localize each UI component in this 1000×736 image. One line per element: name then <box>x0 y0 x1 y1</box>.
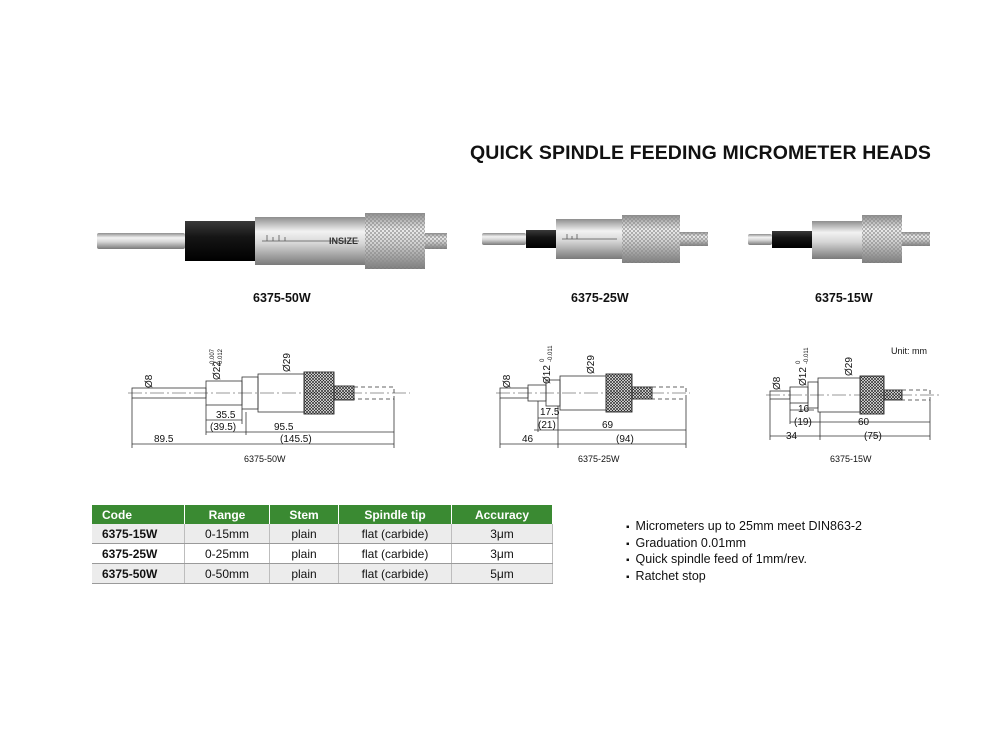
cell-code: 6375-15W <box>92 524 185 544</box>
drawing-6375-50w: Ø8 Ø22 -0.007 -0.012 Ø29 35.5 (39.5) 95.… <box>128 348 410 464</box>
dim-mid-tol-low: -0.011 <box>548 345 554 362</box>
cell-stem: plain <box>269 524 339 544</box>
dim-stem-dia: Ø8 <box>144 374 155 388</box>
dim-d1: 35.5 <box>216 410 236 421</box>
cell-accuracy: 5μm <box>451 563 553 584</box>
drawing-caption: 6375-50W <box>244 454 286 464</box>
drawing-6375-15w: Ø8 Ø12 0 -0.011 Ø29 16 (19) 60 34 (75) 6… <box>766 347 940 464</box>
dim-d4: 89.5 <box>154 434 174 445</box>
col-header-code: Code <box>92 505 185 524</box>
cell-code: 6375-50W <box>92 563 185 584</box>
drawing-6375-25w: Ø8 Ø12 0 -0.011 Ø29 17.5 (21) 69 46 (94)… <box>496 345 690 464</box>
dim-head-dia: Ø29 <box>282 353 293 372</box>
cell-range: 0-25mm <box>184 543 270 564</box>
feature-item: Quick spindle feed of 1mm/rev. <box>626 552 862 569</box>
dim-mid-tol-low: -0.012 <box>218 348 224 366</box>
col-header-range: Range <box>184 505 270 524</box>
dim-d3: 69 <box>602 420 614 431</box>
table-row: 6375-50W 0-50mm plain flat (carbide) 5μm <box>92 563 553 584</box>
dim-mid-dia: Ø12 <box>798 367 809 386</box>
dim-d1: 17.5 <box>540 407 560 418</box>
drawing-caption: 6375-25W <box>578 454 620 464</box>
cell-range: 0-15mm <box>184 524 270 544</box>
product-photo-6375-50w: INSIZE <box>97 213 447 269</box>
product-photo-6375-25w <box>482 215 708 263</box>
feature-item: Graduation 0.01mm <box>626 536 862 553</box>
dim-d2: (19) <box>794 417 812 428</box>
dim-d5: (75) <box>864 431 882 442</box>
dim-d2: (39.5) <box>210 422 236 433</box>
product-label-6375-25w: 6375-25W <box>571 291 629 305</box>
dim-mid-dia: Ø12 <box>542 365 553 384</box>
product-label-6375-15w: 6375-15W <box>815 291 873 305</box>
cell-spindle-tip: flat (carbide) <box>338 563 452 584</box>
brand-logo: INSIZE <box>329 236 358 246</box>
table-row: 6375-25W 0-25mm plain flat (carbide) 3μm <box>92 543 553 564</box>
dim-d2: (21) <box>538 420 556 431</box>
product-photo-6375-15w <box>748 215 930 263</box>
dim-mid-tol-up: 0 <box>796 360 802 364</box>
cell-stem: plain <box>269 563 339 584</box>
spec-table: Code Range Stem Spindle tip Accuracy 637… <box>92 505 553 584</box>
dim-d1: 16 <box>798 404 810 415</box>
cell-stem: plain <box>269 543 339 564</box>
dim-stem-dia: Ø8 <box>772 376 783 390</box>
dim-d3: 60 <box>858 417 870 428</box>
dim-d4: 34 <box>786 431 798 442</box>
dim-mid-tol-up: 0 <box>540 358 546 362</box>
feature-item: Ratchet stop <box>626 569 862 586</box>
dim-stem-dia: Ø8 <box>502 374 513 388</box>
unit-note: Unit: mm <box>891 346 927 356</box>
dim-head-dia: Ø29 <box>586 355 597 374</box>
cell-spindle-tip: flat (carbide) <box>338 543 452 564</box>
cell-range: 0-50mm <box>184 563 270 584</box>
dim-mid-tol-up: -0.007 <box>210 348 216 366</box>
dim-d5: (94) <box>616 434 634 445</box>
col-header-stem: Stem <box>269 505 339 524</box>
cell-spindle-tip: flat (carbide) <box>338 524 452 544</box>
page-title: QUICK SPINDLE FEEDING MICROMETER HEADS <box>470 142 931 164</box>
feature-item: Micrometers up to 25mm meet DIN863-2 <box>626 519 862 536</box>
dim-head-dia: Ø29 <box>844 357 855 376</box>
dim-mid-dia: Ø22 <box>212 361 223 380</box>
feature-list: Micrometers up to 25mm meet DIN863-2 Gra… <box>626 519 862 585</box>
dim-d4: 46 <box>522 434 534 445</box>
table-row: 6375-15W 0-15mm plain flat (carbide) 3μm <box>92 524 553 544</box>
cell-accuracy: 3μm <box>451 524 553 544</box>
drawing-caption: 6375-15W <box>830 454 872 464</box>
table-header-row: Code Range Stem Spindle tip Accuracy <box>92 505 553 524</box>
dim-mid-tol-low: -0.011 <box>804 347 810 364</box>
product-label-6375-50w: 6375-50W <box>253 291 311 305</box>
cell-accuracy: 3μm <box>451 543 553 564</box>
col-header-spindle-tip: Spindle tip <box>338 505 452 524</box>
cell-code: 6375-25W <box>92 543 185 564</box>
dim-d5: (145.5) <box>280 434 312 445</box>
dim-d3: 95.5 <box>274 422 294 433</box>
col-header-accuracy: Accuracy <box>451 505 553 524</box>
